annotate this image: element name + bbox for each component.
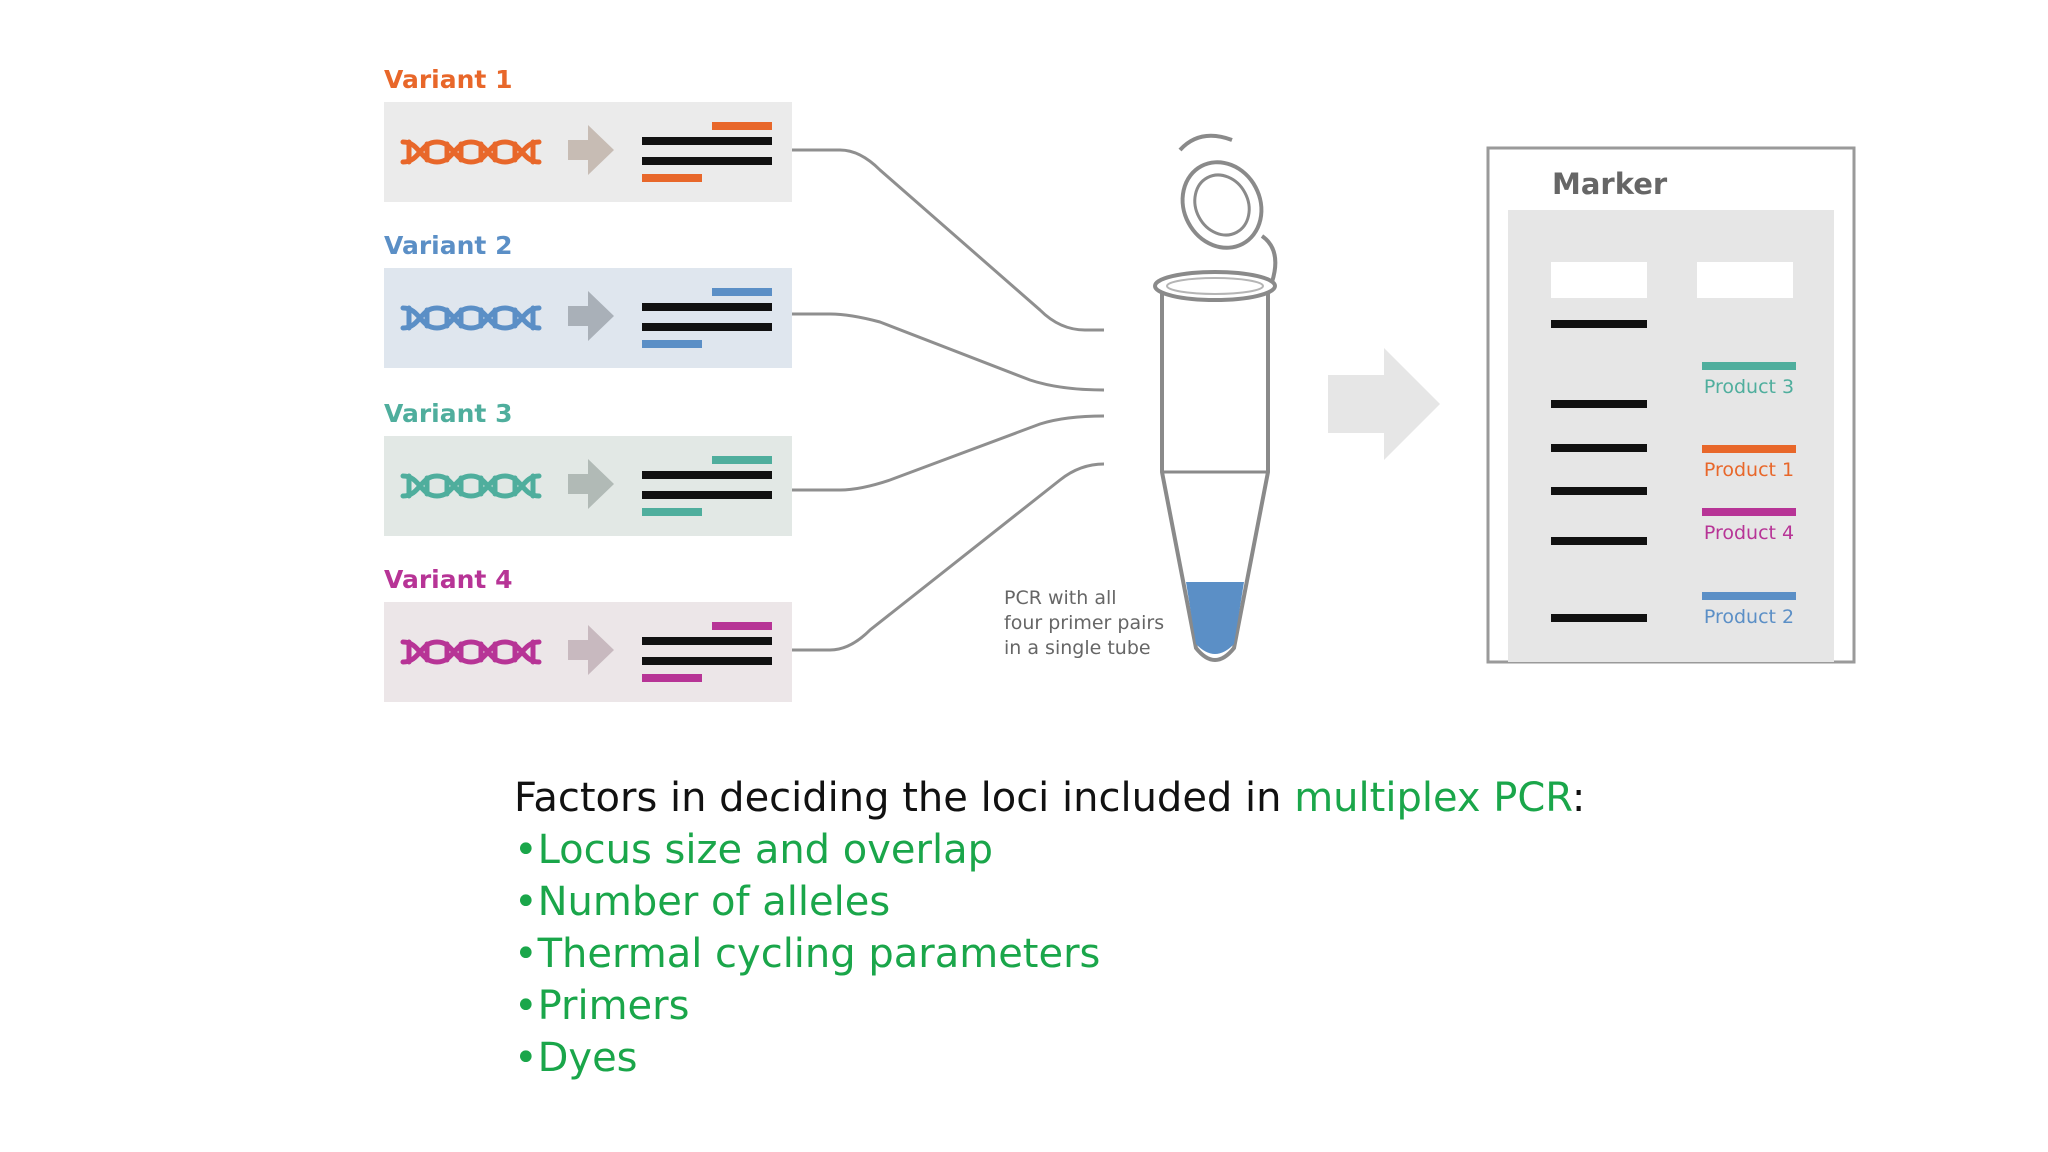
product-1-label: Product 1 xyxy=(1704,459,1794,481)
arrow-right-icon xyxy=(568,291,614,341)
arrow-right-icon xyxy=(568,459,614,509)
tube-liquid xyxy=(1186,582,1244,654)
product-band-1: Product 1 xyxy=(1702,445,1796,481)
factor-item: •Thermal cycling parameters xyxy=(514,931,1101,977)
product-band-4: Product 4 xyxy=(1702,508,1796,544)
product-2-label: Product 2 xyxy=(1704,606,1794,628)
dna-icon xyxy=(400,305,542,331)
variant-3: Variant 3 xyxy=(384,399,792,536)
result-arrow-icon xyxy=(1328,348,1440,460)
factors-heading-highlight: multiplex PCR xyxy=(1294,775,1572,821)
pcr-tube-icon xyxy=(1153,133,1278,662)
arrow-right-icon xyxy=(568,125,614,175)
tube-body xyxy=(1160,290,1270,662)
gel-well-sample xyxy=(1697,262,1793,298)
gel-well-marker xyxy=(1551,262,1647,298)
variant-1: Variant 1 xyxy=(384,65,792,202)
multiplex-pcr-diagram: Variant 1 Variant 2 xyxy=(384,65,1856,702)
variant-3-label: Variant 3 xyxy=(384,399,512,428)
primer-bars xyxy=(642,456,772,516)
tube-rim xyxy=(1153,270,1277,302)
dna-icon xyxy=(400,639,542,665)
tube-cap xyxy=(1180,160,1264,250)
variant-4: Variant 4 xyxy=(384,565,792,702)
product-3-label: Product 3 xyxy=(1704,376,1794,398)
arrow-right-icon xyxy=(568,625,614,675)
factor-item: •Primers xyxy=(514,983,690,1029)
factors-heading-text: Factors in deciding the loci included in xyxy=(514,775,1295,821)
primer-bars xyxy=(642,122,772,182)
factor-item: •Dyes xyxy=(514,1035,638,1081)
variant-1-label: Variant 1 xyxy=(384,65,512,94)
variant-2: Variant 2 xyxy=(384,231,792,368)
product-band-2: Product 2 xyxy=(1702,592,1796,628)
dna-icon xyxy=(400,473,542,499)
gel-panel: Marker Product 3 Product 1 Product 4 Pro… xyxy=(1486,146,1856,664)
factors-heading-suffix: : xyxy=(1571,775,1586,821)
product-band-3: Product 3 xyxy=(1702,362,1796,398)
variant-2-label: Variant 2 xyxy=(384,231,512,260)
variant-4-label: Variant 4 xyxy=(384,565,512,594)
factor-item: •Locus size and overlap xyxy=(514,827,994,873)
primer-bars xyxy=(642,622,772,682)
connector-lines xyxy=(792,148,1105,652)
tube-caption: PCR with all four primer pairs in a sing… xyxy=(1004,587,1170,659)
gel-marker-label: Marker xyxy=(1552,167,1668,201)
product-4-label: Product 4 xyxy=(1704,522,1794,544)
factor-item: •Number of alleles xyxy=(514,879,891,925)
primer-bars xyxy=(642,288,772,348)
factors-heading: Factors in deciding the loci included in… xyxy=(514,772,1814,824)
factors-list: Factors in deciding the loci included in… xyxy=(514,772,1814,1084)
dna-icon xyxy=(400,139,542,165)
marker-ladder xyxy=(1551,320,1647,622)
